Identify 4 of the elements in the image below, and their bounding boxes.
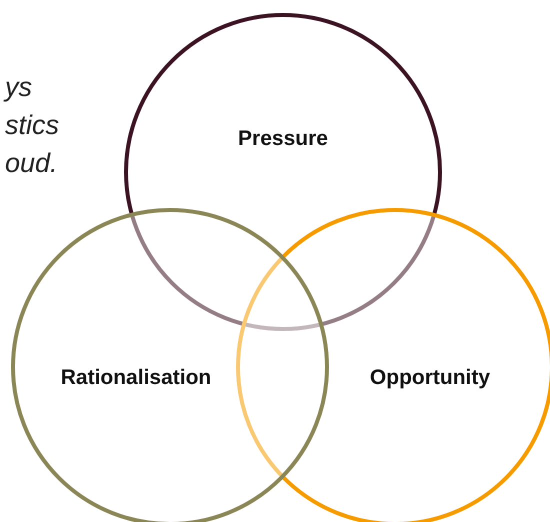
circle-label: Rationalisation [60, 366, 212, 390]
circle-label: Pressure [238, 127, 328, 151]
circle-label: Opportunity [370, 366, 490, 390]
note-text: ys stics oud. [3, 71, 60, 180]
